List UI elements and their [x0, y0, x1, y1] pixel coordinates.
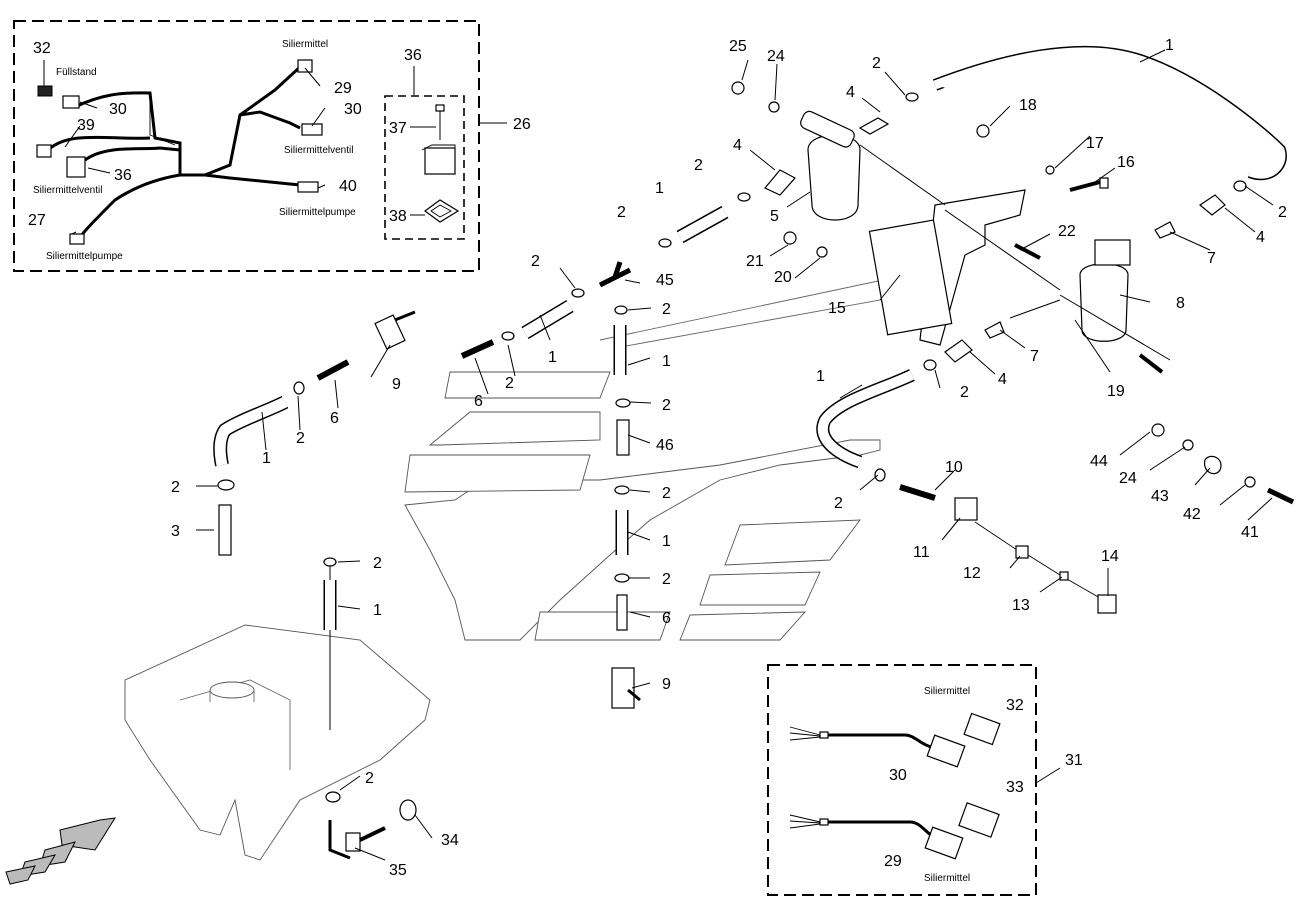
callout-3: 3: [171, 523, 180, 540]
callout-1: 1: [662, 533, 671, 550]
callout-1: 1: [1165, 37, 1174, 54]
callout-2: 2: [296, 430, 305, 447]
callout-2: 2: [960, 384, 969, 401]
callout-14: 14: [1101, 548, 1119, 565]
callout-1: 1: [548, 349, 557, 366]
fittings: [5, 81, 1295, 885]
callout-2: 2: [662, 571, 671, 588]
callout-25: 25: [729, 38, 747, 55]
callout-38: 38: [389, 208, 407, 225]
callout-5: 5: [770, 208, 779, 225]
callout-4: 4: [998, 371, 1007, 388]
filters-bracket: [800, 110, 1171, 361]
callout-17: 17: [1086, 135, 1104, 152]
hoses: [213, 45, 1287, 630]
callout-1: 1: [662, 353, 671, 370]
callout-1: 1: [262, 450, 271, 467]
callout-2: 2: [617, 204, 626, 221]
callout-30: 30: [344, 101, 362, 118]
callout-35: 35: [389, 862, 407, 879]
callout-40: 40: [339, 178, 357, 195]
callout-2: 2: [662, 397, 671, 414]
callout-30: 30: [109, 101, 127, 118]
callout-7: 7: [1030, 348, 1039, 365]
callout-36: 36: [404, 47, 422, 64]
callout-4: 4: [846, 84, 855, 101]
callout-4: 4: [1256, 229, 1265, 246]
callout-1: 1: [655, 180, 664, 197]
callout-2: 2: [834, 495, 843, 512]
callout-41: 41: [1241, 524, 1259, 541]
callout-10: 10: [945, 459, 963, 476]
callout-24: 24: [767, 48, 785, 65]
leader-lines: [43, 49, 1274, 861]
callout-32: 32: [1006, 697, 1024, 714]
callout-2: 2: [1278, 204, 1287, 221]
callout-29: 29: [334, 80, 352, 97]
callout-2: 2: [171, 479, 180, 496]
callout-7: 7: [1207, 250, 1216, 267]
callout-21: 21: [746, 253, 764, 270]
connector-inset: [767, 664, 1061, 896]
callout-1: 1: [373, 602, 382, 619]
callout-15: 15: [828, 300, 846, 317]
label-siliermittelpumpe-left: Siliermittelpumpe: [46, 251, 123, 262]
callout-13: 13: [1012, 597, 1030, 614]
callout-45: 45: [656, 272, 674, 289]
callout-6: 6: [330, 410, 339, 427]
label-siliermittel-top: Siliermittel: [282, 39, 328, 50]
callout-31: 31: [1065, 752, 1083, 769]
callout-24: 24: [1119, 470, 1137, 487]
label-siliermittel-inset-bottom: Siliermittel: [924, 873, 970, 884]
callout-8: 8: [1176, 295, 1185, 312]
callout-33: 33: [1006, 779, 1024, 796]
machine-frame-outline: [404, 244, 946, 641]
callout-30: 30: [889, 767, 907, 784]
callout-16: 16: [1117, 154, 1135, 171]
callout-36: 36: [114, 167, 132, 184]
callout-19: 19: [1107, 383, 1125, 400]
callout-6: 6: [474, 393, 483, 410]
callout-34: 34: [441, 832, 459, 849]
label-siliermittelpumpe-right: Siliermittelpumpe: [279, 207, 356, 218]
callout-2: 2: [505, 375, 514, 392]
callout-43: 43: [1151, 488, 1169, 505]
callout-1: 1: [816, 368, 825, 385]
label-siliermittelventil-right: Siliermittelventil: [284, 145, 353, 156]
callout-2: 2: [662, 301, 671, 318]
callout-2: 2: [373, 555, 382, 572]
callout-4: 4: [733, 137, 742, 154]
callout-2: 2: [872, 55, 881, 72]
callout-20: 20: [774, 269, 792, 286]
callout-27: 27: [28, 212, 46, 229]
callout-32: 32: [33, 40, 51, 57]
callout-26: 26: [513, 116, 531, 133]
callout-9: 9: [392, 376, 401, 393]
callout-2: 2: [662, 485, 671, 502]
callout-37: 37: [389, 120, 407, 137]
callout-2: 2: [694, 157, 703, 174]
callout-2: 2: [365, 770, 374, 787]
callout-18: 18: [1019, 97, 1037, 114]
callout-39: 39: [77, 117, 95, 134]
callout-22: 22: [1058, 223, 1076, 240]
text-labels: Füllstand Siliermittel Siliermittelventi…: [33, 39, 970, 884]
label-fuellstand: Füllstand: [56, 67, 97, 78]
callout-29: 29: [884, 853, 902, 870]
wiring-harness-inset: [13, 20, 507, 272]
callout-numbers: 1 1 1 1 1 1 1 1 2 2 2 2 2 2 2 2 2 2 2 2 …: [28, 37, 1287, 879]
callout-9: 9: [662, 676, 671, 693]
callout-2: 2: [531, 253, 540, 270]
label-siliermittelventil-left: Siliermittelventil: [33, 185, 102, 196]
label-siliermittel-inset-top: Siliermittel: [924, 686, 970, 697]
tank-outline: [124, 560, 431, 861]
callout-44: 44: [1090, 453, 1108, 470]
callout-6: 6: [662, 610, 671, 627]
callout-11: 11: [913, 544, 930, 561]
callout-42: 42: [1183, 506, 1201, 523]
callout-46: 46: [656, 437, 674, 454]
callout-12: 12: [963, 565, 981, 582]
